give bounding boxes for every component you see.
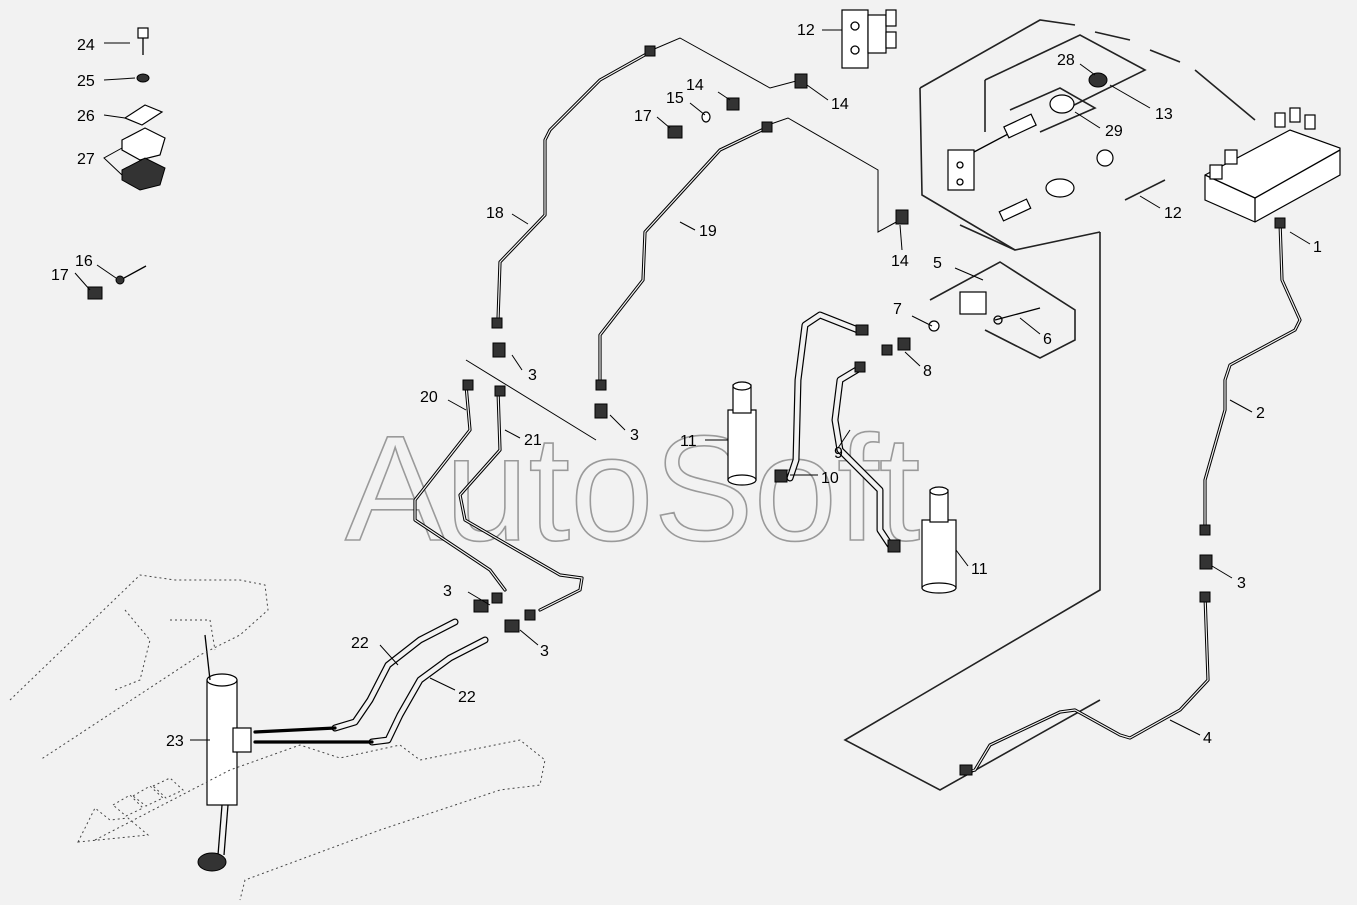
callout-19: 19 [699, 223, 717, 240]
control-valve-block [1204, 107, 1341, 223]
parts-24-27 [87, 27, 166, 300]
callout-7: 7 [893, 301, 902, 318]
watermark-text: AutoSoft [345, 404, 920, 572]
callout-10: 10 [821, 470, 839, 487]
callout-14-b: 14 [831, 96, 849, 113]
pipe-4 [963, 593, 1210, 774]
callout-27: 27 [77, 151, 95, 168]
hoses-9-10 [786, 311, 894, 549]
cylinder-23 [197, 634, 252, 872]
callout-15: 15 [666, 90, 684, 107]
callout-4: 4 [1203, 730, 1212, 747]
callout-1: 1 [1313, 239, 1322, 256]
callout-3-d: 3 [443, 583, 452, 600]
callout-22-a: 22 [351, 635, 369, 652]
leader-lines [74, 29, 1311, 741]
direction-arrow [77, 777, 184, 843]
callout-14-a: 14 [686, 77, 704, 94]
boom-outline [9, 574, 546, 901]
part-12-valve-inset [947, 113, 1114, 222]
callout-2: 2 [1256, 405, 1265, 422]
callout-25: 25 [77, 73, 95, 90]
pipe-19 [598, 117, 901, 387]
callout-3-e: 3 [540, 643, 549, 660]
mounting-plate-outline [843, 19, 1256, 791]
fittings [462, 45, 1286, 776]
callout-5: 5 [933, 255, 942, 272]
callout-11-a: 11 [680, 433, 697, 450]
callout-11-b: 11 [971, 561, 988, 578]
callout-17-b: 17 [51, 267, 69, 284]
callout-18: 18 [486, 205, 504, 222]
callout-22-b: 22 [458, 689, 476, 706]
callout-26: 26 [77, 108, 95, 125]
callout-12-b: 12 [1164, 205, 1182, 222]
callout-8: 8 [923, 363, 932, 380]
part-12-valve-top [841, 9, 897, 69]
callout-17-a: 17 [634, 108, 652, 125]
callout-3-c: 3 [1237, 575, 1246, 592]
hoses-22 [253, 618, 489, 746]
callout-29: 29 [1105, 123, 1123, 140]
callout-13: 13 [1155, 106, 1173, 123]
callout-21: 21 [524, 432, 542, 449]
callout-labels: 1 2 3 3 3 3 3 4 5 6 7 8 9 10 11 11 12 12… [51, 22, 1322, 750]
cylinder-11-upper [727, 381, 757, 486]
callout-24: 24 [77, 37, 95, 54]
callout-14-c: 14 [891, 253, 909, 270]
cylinder-11-lower [921, 486, 957, 594]
callout-16: 16 [75, 253, 93, 270]
valve-kit-inset [984, 34, 1147, 133]
parts-28-29 [1049, 72, 1108, 114]
callout-6: 6 [1043, 331, 1052, 348]
part-5-inset [929, 261, 1076, 359]
callout-3-a: 3 [528, 367, 537, 384]
callout-9: 9 [834, 445, 843, 462]
pipe-18 [496, 37, 801, 322]
callout-28: 28 [1057, 52, 1075, 69]
callout-3-b: 3 [630, 427, 639, 444]
pipes-20-21 [413, 359, 597, 612]
pipe-2 [1203, 220, 1302, 532]
callout-12-a: 12 [797, 22, 815, 39]
callout-23: 23 [166, 733, 184, 750]
callout-20: 20 [420, 389, 438, 406]
